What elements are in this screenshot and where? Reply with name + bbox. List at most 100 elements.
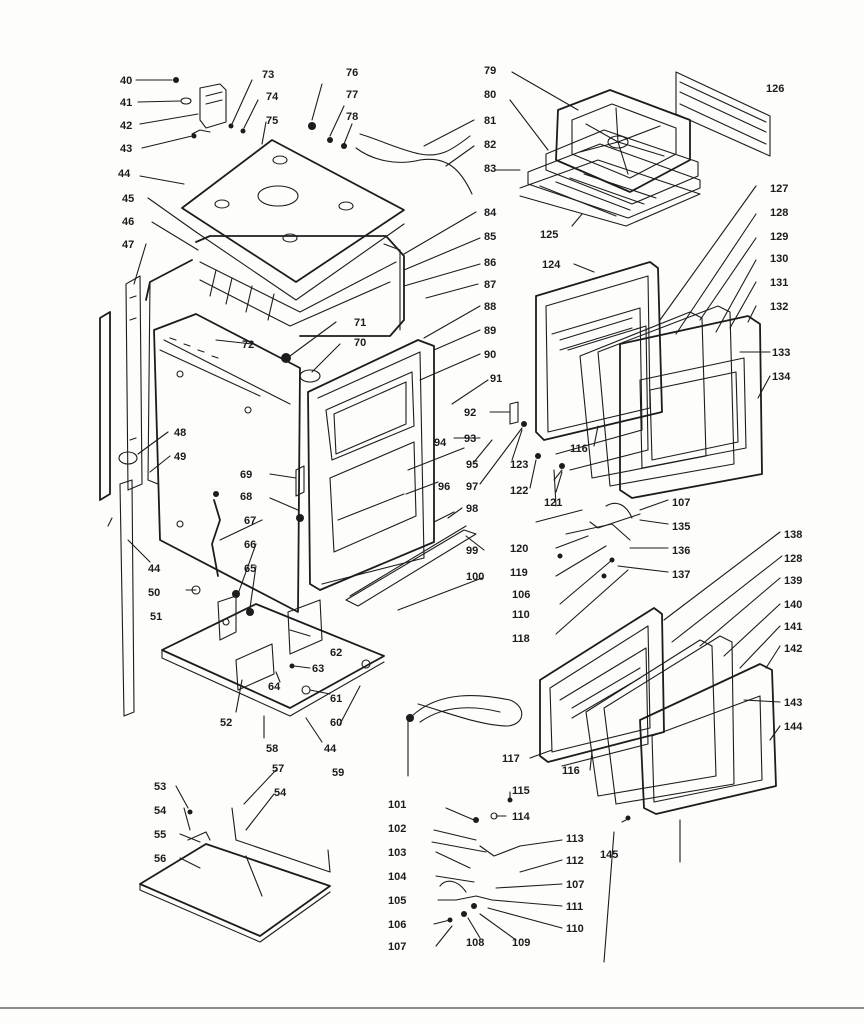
label-67: 67: [244, 515, 256, 527]
bracket-42-part: [191, 83, 227, 135]
wire-67-part: [211, 491, 221, 577]
label-91: 91: [490, 373, 502, 385]
label-71: 71: [354, 317, 366, 329]
label-97: 97: [466, 481, 478, 493]
leader-lines: [107, 71, 783, 963]
label-42: 42: [120, 120, 132, 132]
label-86: 86: [484, 257, 496, 269]
label-141: 141: [784, 621, 802, 633]
part-65-66: [232, 590, 254, 616]
label-68: 68: [240, 491, 252, 503]
label-107-low: 107: [388, 941, 406, 953]
label-66: 66: [244, 539, 256, 551]
label-127: 127: [770, 183, 788, 195]
label-89: 89: [484, 325, 496, 337]
label-54-right: 54: [274, 787, 287, 799]
label-106-mid: 106: [512, 589, 530, 601]
label-101: 101: [388, 799, 406, 811]
label-84: 84: [484, 207, 497, 219]
side-strip-50: [119, 479, 135, 717]
label-56: 56: [154, 853, 166, 865]
label-118: 118: [512, 633, 530, 645]
label-72: 72: [242, 339, 254, 351]
part-number-labels: 40 41 42 43 44 45 46 47 48 49 44 50 51 5…: [118, 65, 803, 953]
label-90: 90: [484, 349, 496, 361]
label-104: 104: [388, 871, 407, 883]
label-92: 92: [464, 407, 476, 419]
label-74: 74: [266, 91, 279, 103]
label-93: 93: [464, 433, 476, 445]
label-94: 94: [434, 437, 447, 449]
label-115: 115: [512, 785, 530, 797]
label-143: 143: [784, 697, 802, 709]
label-128-lower: 128: [784, 553, 802, 565]
label-76: 76: [346, 67, 358, 79]
label-85: 85: [484, 231, 496, 243]
label-47: 47: [122, 239, 134, 251]
label-137: 137: [672, 569, 690, 581]
label-117: 117: [502, 753, 520, 765]
drawer-assembly: [139, 807, 331, 943]
lower-oven-door: [539, 607, 777, 863]
label-45: 45: [122, 193, 134, 205]
screw-40-part: [173, 77, 179, 83]
label-131: 131: [770, 277, 788, 289]
part-68-69: [295, 465, 305, 522]
wire-harness-81: [308, 122, 473, 195]
burner-frame-84: [195, 235, 405, 337]
part-70-71: [281, 353, 321, 383]
hinge-parts-lower: [431, 797, 631, 923]
label-96: 96: [438, 481, 450, 493]
bottom-pan-58: [161, 595, 385, 717]
kick-strip-99: [345, 525, 477, 607]
label-133: 133: [772, 347, 790, 359]
label-79: 79: [484, 65, 496, 77]
label-70: 70: [354, 337, 366, 349]
label-46: 46: [122, 216, 134, 228]
label-126: 126: [766, 83, 784, 95]
label-48: 48: [174, 427, 186, 439]
label-107-upper: 107: [672, 497, 690, 509]
label-53: 53: [154, 781, 166, 793]
label-113: 113: [566, 833, 584, 845]
label-57: 57: [272, 763, 284, 775]
label-65: 65: [244, 563, 256, 575]
clip-41-part: [180, 97, 192, 105]
label-40: 40: [120, 75, 132, 87]
label-99: 99: [466, 545, 478, 557]
left-side-panel-47: [99, 259, 193, 501]
label-108: 108: [466, 937, 484, 949]
label-132: 132: [770, 301, 788, 313]
label-124: 124: [542, 259, 561, 271]
label-130: 130: [770, 253, 788, 265]
label-134: 134: [772, 371, 791, 383]
label-59: 59: [332, 767, 344, 779]
label-116-lower: 116: [562, 765, 580, 777]
label-144: 144: [784, 721, 803, 733]
wire-harness-59: [406, 695, 523, 727]
label-75: 75: [266, 115, 278, 127]
top-panel-75: [181, 139, 405, 301]
label-50: 50: [148, 587, 160, 599]
label-106-low: 106: [388, 919, 406, 931]
label-95: 95: [466, 459, 478, 471]
label-73: 73: [262, 69, 274, 81]
label-51: 51: [150, 611, 162, 623]
label-69: 69: [240, 469, 252, 481]
label-60: 60: [330, 717, 342, 729]
label-111: 111: [566, 901, 583, 913]
label-80: 80: [484, 89, 496, 101]
label-128-upper: 128: [770, 207, 788, 219]
label-44-low: 44: [324, 743, 337, 755]
label-64: 64: [268, 681, 281, 693]
label-102: 102: [388, 823, 406, 835]
label-135: 135: [672, 521, 690, 533]
label-129: 129: [770, 231, 788, 243]
label-58: 58: [266, 743, 278, 755]
screws-60-61-63: [289, 659, 371, 695]
label-49: 49: [174, 451, 186, 463]
label-55: 55: [154, 829, 166, 841]
label-52: 52: [220, 717, 232, 729]
label-87: 87: [484, 279, 496, 291]
